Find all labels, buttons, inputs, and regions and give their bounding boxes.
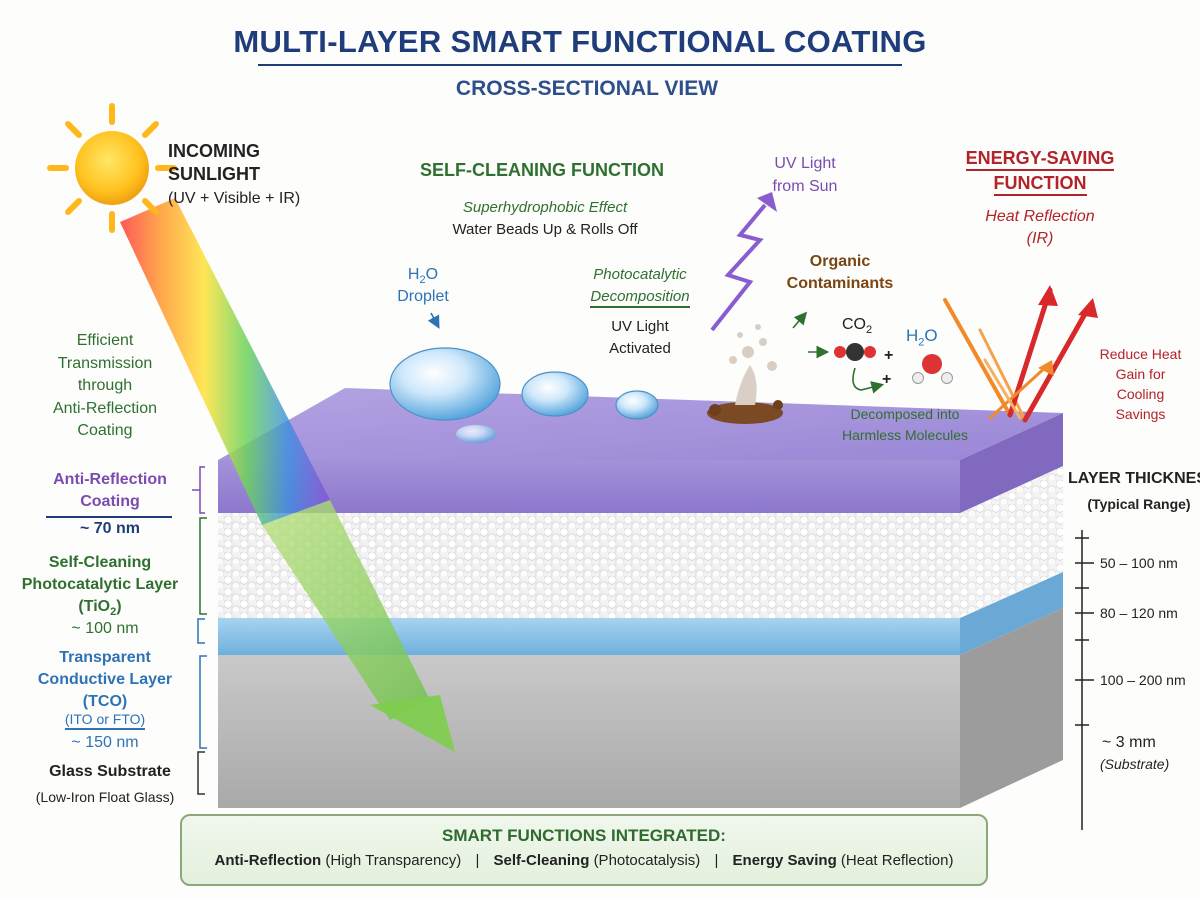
svg-text:+: + xyxy=(884,347,893,364)
thickness-scale-subtitle: (Typical Range) xyxy=(1087,496,1191,512)
water-beads-description: Water Beads Up & Rolls Off xyxy=(452,221,638,238)
photocatalytic-label-line1: Photocatalytic xyxy=(593,266,687,283)
sunlight-label-line2: SUNLIGHT xyxy=(168,164,260,184)
water-droplet-icons xyxy=(389,347,659,443)
thickness-scale-title: LAYER THICKNESS xyxy=(1068,470,1200,487)
ar-coating-divider xyxy=(46,516,172,518)
transmitted-light-arrow xyxy=(370,695,455,752)
glass-substrate-note: (Low-Iron Float Glass) xyxy=(35,789,175,805)
tco-layer-label: Transparent Conductive Layer (TCO) xyxy=(37,649,173,710)
glass-substrate-front xyxy=(218,655,960,808)
h2o-molecule-icon xyxy=(912,354,953,384)
thickness-range-glass: ~ 3 mm xyxy=(1102,734,1156,751)
heat-reflection-label: Heat Reflection xyxy=(985,208,1095,225)
co2-molecule-icon xyxy=(834,343,876,361)
thickness-scale-ruler xyxy=(1075,530,1094,830)
glass-substrate-label: Glass Substrate xyxy=(49,763,171,780)
h2o-product-label: H2O xyxy=(906,326,938,349)
sunlight-label-line1: INCOMING xyxy=(168,141,260,161)
tio2-layer-label: Self-Cleaning Photocatalytic Layer (TiO2… xyxy=(21,554,179,619)
heat-gain-benefit: Reduce Heat Gain for Cooling Savings xyxy=(1099,346,1182,422)
thickness-range-ar: 50 – 100 nm xyxy=(1100,555,1178,571)
thickness-range-tio2: 80 – 120 nm xyxy=(1100,605,1178,621)
summary-separator: | xyxy=(475,852,480,869)
summary-items: Anti-Reflection (High Transparency) | Se… xyxy=(182,852,986,869)
ir-label: (IR) xyxy=(1026,230,1054,247)
decomposed-label-line1: Decomposed into xyxy=(850,406,960,422)
photocatalytic-label-line2: Decomposition xyxy=(575,288,705,308)
self-cleaning-heading: SELF-CLEANING FUNCTION xyxy=(420,160,664,180)
uv-activated-line2: Activated xyxy=(609,340,671,357)
summary-item-name: Energy Saving xyxy=(732,852,837,869)
summary-item-detail: (High Transparency) xyxy=(325,852,462,869)
summary-item-name: Anti-Reflection xyxy=(214,852,322,869)
page-subtitle: CROSS-SECTIONAL VIEW xyxy=(455,77,719,100)
droplet-pointer-arrow xyxy=(427,312,440,329)
energy-saving-heading-line2: FUNCTION xyxy=(945,173,1135,196)
glass-substrate-bracket xyxy=(197,751,205,795)
sun-icon xyxy=(47,103,177,233)
thickness-substrate-note: (Substrate) xyxy=(1100,756,1170,772)
decomposition-cycle-arrow xyxy=(852,367,885,394)
summary-item-detail: (Photocatalysis) xyxy=(593,852,701,869)
co2-label: CO2 xyxy=(842,316,873,337)
ir-heat-reflection-arrows xyxy=(943,285,1098,423)
droplet-label: Droplet xyxy=(397,288,449,305)
uv-sun-label-line1: UV Light xyxy=(774,155,836,172)
tco-layer-bracket xyxy=(197,618,207,749)
page-title: MULTI-LAYER SMART FUNCTIONAL COATING xyxy=(233,24,927,59)
ar-coating-side xyxy=(960,413,1063,513)
tio2-layer-thickness: ~ 100 nm xyxy=(71,620,139,637)
superhydrophobic-effect: Superhydrophobic Effect xyxy=(462,199,628,216)
ar-coating-thickness: ~ 70 nm xyxy=(79,520,141,537)
summary-item-name: Self-Cleaning xyxy=(493,852,590,869)
summary-separator: | xyxy=(714,852,719,869)
smart-functions-summary-box: SMART FUNCTIONS INTEGRATED: Anti-Reflect… xyxy=(180,814,988,886)
energy-saving-heading-line1: ENERGY-SAVING xyxy=(945,148,1135,171)
thickness-range-tco: 100 – 200 nm xyxy=(1100,672,1186,688)
sunlight-spectrum: (UV + Visible + IR) xyxy=(168,190,301,207)
decomposed-label-line2: Harmless Molecules xyxy=(841,427,969,443)
sunlight-rainbow-beam xyxy=(120,198,330,525)
ar-coating-bracket xyxy=(192,466,205,514)
uv-sun-label-line2: from Sun xyxy=(772,178,838,195)
tio2-layer-side xyxy=(960,466,1063,618)
tio2-layer-front xyxy=(218,513,960,618)
tco-material-note: (ITO or FTO) xyxy=(35,711,175,730)
tco-layer-front xyxy=(218,618,960,655)
uv-light-lightning-icon xyxy=(710,203,767,332)
organic-contaminants-icon xyxy=(707,324,783,424)
summary-item-detail: (Heat Reflection) xyxy=(840,852,954,869)
tio2-layer-bracket xyxy=(199,517,207,615)
uv-activated-line1: UV Light xyxy=(611,318,669,335)
contaminants-label-line1: Organic xyxy=(809,253,871,270)
title-underline xyxy=(258,64,902,66)
transmission-note: Efficient Transmission through Anti-Refl… xyxy=(52,332,158,439)
ar-coating-label: Anti-Reflection Coating xyxy=(53,471,167,510)
droplet-formula: H2O xyxy=(407,266,439,287)
tco-layer-side xyxy=(960,572,1063,655)
summary-heading: SMART FUNCTIONS INTEGRATED: xyxy=(442,826,726,845)
glass-substrate-side xyxy=(960,608,1063,808)
contaminants-label-line2: Contaminants xyxy=(786,275,894,292)
svg-text:+: + xyxy=(882,371,891,388)
ar-coating-front xyxy=(218,460,960,513)
tco-layer-thickness: ~ 150 nm xyxy=(71,734,139,751)
